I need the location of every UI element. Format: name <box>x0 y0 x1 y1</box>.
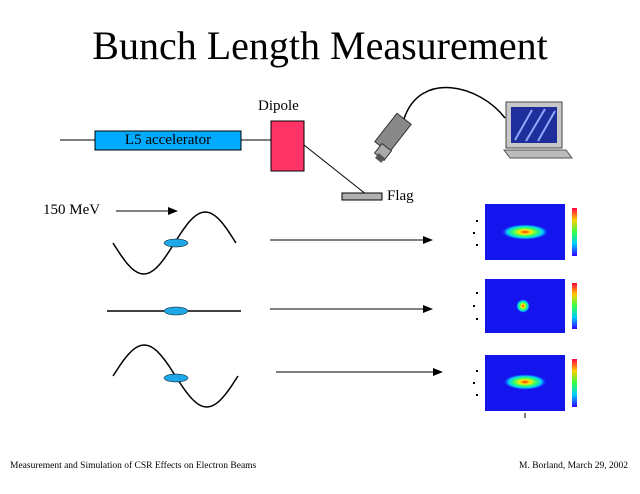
dipole-label: Dipole <box>258 98 299 114</box>
flag-screen <box>341 192 383 201</box>
deflected-beam <box>303 144 368 196</box>
accelerator-label: L5 accelerator <box>124 132 212 148</box>
screen-image-1 <box>473 204 577 260</box>
bunch-1 <box>163 238 189 248</box>
dipole-magnet <box>270 120 305 172</box>
camera-cable <box>403 86 506 120</box>
screen-image-2 <box>473 279 577 333</box>
bunch-3 <box>163 373 189 383</box>
slide-title: Bunch Length Measurement <box>92 23 548 68</box>
flag-label: Flag <box>387 188 414 204</box>
computer-monitor-icon <box>503 101 573 159</box>
energy-label: 150 MeV <box>43 202 101 218</box>
camera-icon <box>373 112 412 163</box>
bunch-2 <box>163 306 189 316</box>
footer-left: Measurement and Simulation of CSR Effect… <box>10 461 257 471</box>
screen-image-3 <box>473 355 577 418</box>
footer-right: M. Borland, March 29, 2002 <box>519 461 628 471</box>
